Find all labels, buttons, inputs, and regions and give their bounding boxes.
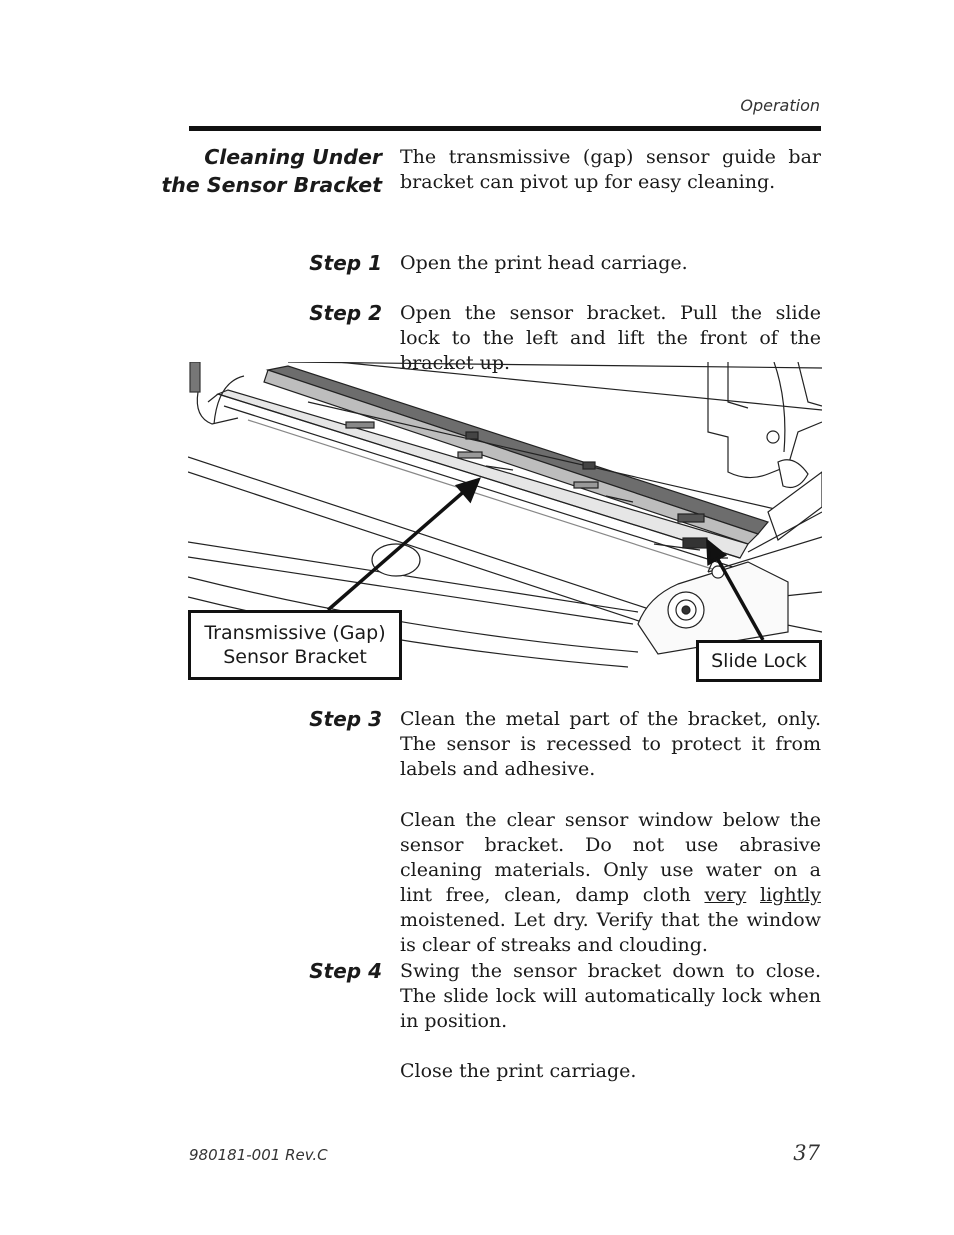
callout-gap-sensor-line1: Transmissive (Gap) [204, 622, 386, 644]
section-heading-line1: Cleaning Under [204, 145, 382, 169]
step-1-text: Open the print head carriage. [400, 252, 688, 274]
cleaning-note-before: Clean the clear sensor window below the … [400, 809, 821, 906]
cleaning-note-after: moistened. Let dry. Verify that the wind… [400, 909, 821, 956]
section-heading: Cleaning Under the Sensor Bracket [150, 143, 382, 199]
printer-mechanism-drawing [187, 361, 823, 668]
step-4-label: Step 4 [309, 959, 382, 983]
callout-slide-lock: Slide Lock [696, 640, 822, 682]
intro-paragraph: The transmissive (gap) sensor guide bar … [400, 146, 821, 193]
running-header: Operation [740, 96, 820, 115]
document-id: 980181-001 Rev.C [189, 1146, 328, 1164]
cleaning-note-very: very [704, 884, 747, 906]
step-1-label: Step 1 [309, 251, 382, 275]
step-3-label: Step 3 [309, 707, 382, 731]
step-2-label: Step 2 [309, 301, 382, 325]
callout-gap-sensor-line2: Sensor Bracket [223, 646, 367, 668]
step-4-close-note: Close the print carriage. [400, 1060, 637, 1082]
callout-gap-sensor-bracket: Transmissive (Gap) Sensor Bracket [188, 610, 402, 680]
page-number: 37 [793, 1141, 820, 1165]
header-rule [189, 126, 821, 131]
step-3-text: Clean the metal part of the bracket, onl… [400, 708, 821, 780]
section-heading-line2: the Sensor Bracket [161, 173, 382, 197]
cleaning-note-lightly: lightly [760, 884, 821, 906]
step-2-text: Open the sensor bracket. Pull the slide … [400, 302, 821, 374]
step-4-text: Swing the sensor bracket down to close. … [400, 960, 821, 1032]
step-3-cleaning-note: Clean the clear sensor window below the … [400, 808, 821, 958]
sensor-bracket-illustration: Transmissive (Gap) Sensor Bracket Slide … [187, 361, 823, 682]
